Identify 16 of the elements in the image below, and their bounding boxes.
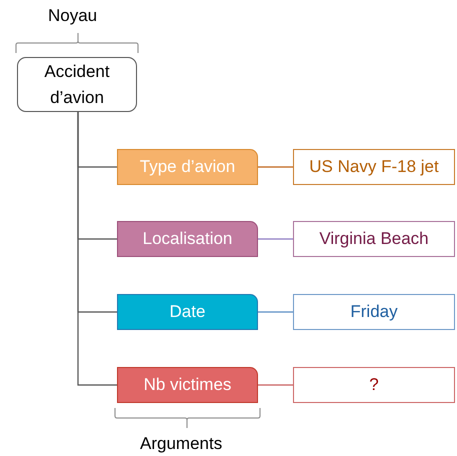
connector-line — [77, 112, 117, 386]
connector-line — [258, 311, 293, 313]
argument-box: Date — [117, 294, 258, 330]
connector-line — [258, 238, 293, 240]
value-box: US Navy F-18 jet — [293, 149, 455, 185]
value-box: Virginia Beach — [293, 221, 455, 257]
argument-box: Type d’avion — [117, 149, 258, 185]
value-box: Friday — [293, 294, 455, 330]
argument-box: Nb victimes — [117, 367, 258, 403]
value-box: ? — [293, 367, 455, 403]
argument-box: Localisation — [117, 221, 258, 257]
connector-line — [258, 384, 293, 386]
group-label: Arguments — [140, 434, 222, 454]
connector-line — [258, 166, 293, 168]
root-box: Accident d’avion — [17, 57, 137, 112]
group-label: Noyau — [48, 6, 98, 26]
